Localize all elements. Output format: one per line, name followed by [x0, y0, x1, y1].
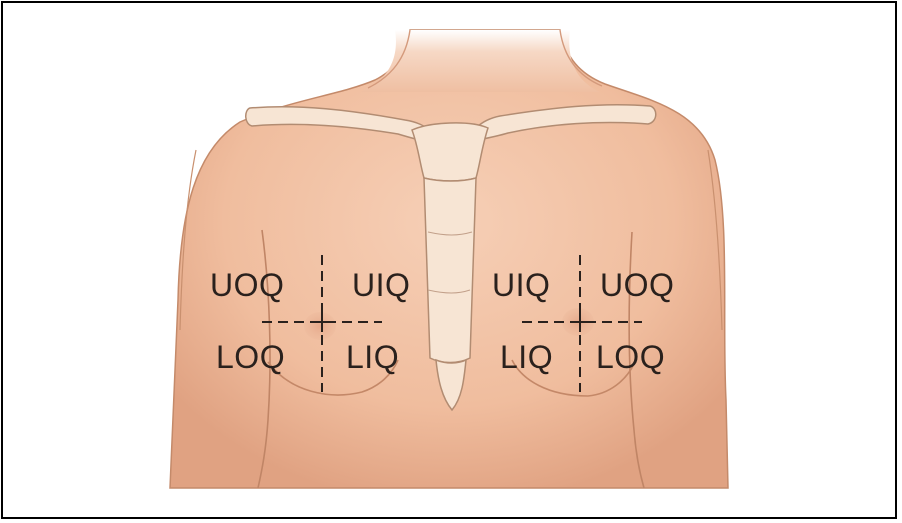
left-breast-lower-inner-label: LIQ	[500, 339, 553, 375]
neck	[360, 30, 600, 92]
left-breast-lower-outer-label: LOQ	[596, 339, 665, 375]
sternum-body	[424, 178, 476, 363]
right-breast-lower-outer-label: LOQ	[216, 339, 285, 375]
right-breast-upper-outer-label: UOQ	[210, 267, 284, 303]
left-breast-upper-inner-label: UIQ	[492, 267, 550, 303]
right-breast-lower-inner-label: LIQ	[346, 339, 399, 375]
sternum-manubrium	[412, 123, 488, 181]
right-areola	[304, 312, 336, 340]
left-breast-upper-outer-label: UOQ	[600, 267, 674, 303]
right-breast-upper-inner-label: UIQ	[352, 267, 410, 303]
